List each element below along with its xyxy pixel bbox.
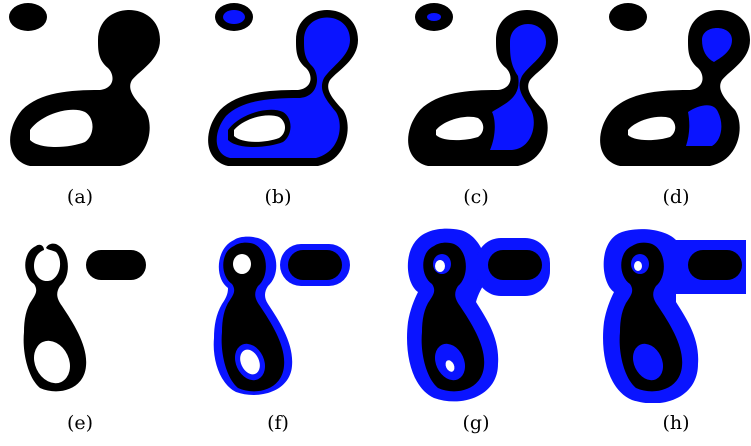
caption-h: (h): [662, 412, 690, 434]
panel-e-shape: [23, 243, 146, 392]
panel-g-shape: [407, 228, 550, 402]
caption-d: (d): [662, 186, 690, 208]
caption-a: (a): [66, 186, 94, 208]
panel-c-shape: [408, 3, 558, 166]
panel-d-shape: [600, 3, 750, 166]
panel-b-shape: [208, 3, 358, 166]
caption-g: (g): [462, 412, 490, 434]
caption-b: (b): [264, 186, 292, 208]
caption-c: (c): [463, 186, 489, 208]
panel-f-shape: [213, 236, 350, 395]
panel-a-shape: [9, 3, 161, 166]
caption-f: (f): [267, 412, 289, 434]
panel-h-shape: [603, 229, 746, 403]
caption-e: (e): [66, 412, 94, 434]
